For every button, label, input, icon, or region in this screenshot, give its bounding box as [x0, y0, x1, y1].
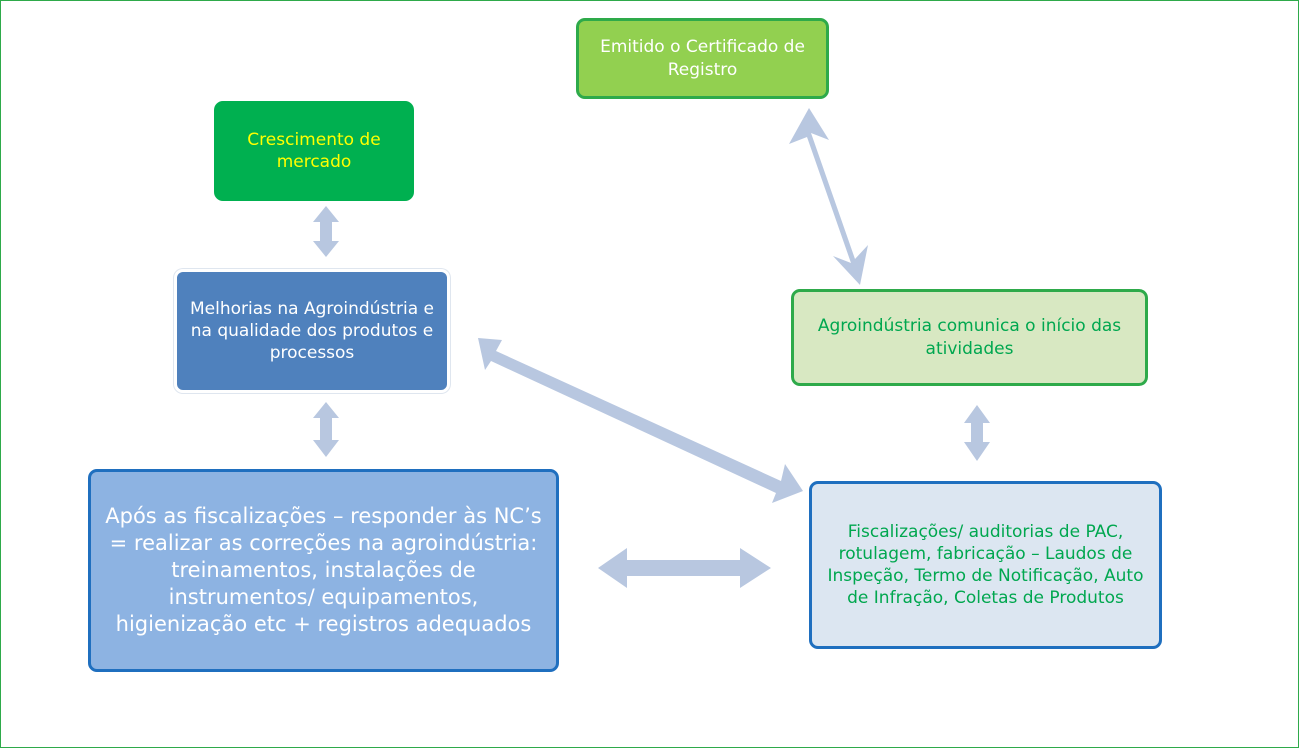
arrow-improvements-inspections	[478, 338, 803, 503]
node-communicates-label: Agroindústria comunica o início das ativ…	[817, 316, 1122, 359]
arrow-certificate-communicates	[789, 108, 868, 285]
node-market-growth: Crescimento de mercado	[214, 101, 414, 201]
arrow-after-inspections	[598, 548, 771, 588]
node-improvements-label: Melhorias na Agroindústria e na qualidad…	[189, 298, 435, 364]
arrow-market-improvements	[313, 206, 339, 257]
node-inspections-label: Fiscalizações/ auditorias de PAC, rotula…	[827, 521, 1144, 609]
node-communicates: Agroindústria comunica o início das ativ…	[791, 289, 1148, 386]
arrow-improvements-after	[313, 402, 339, 457]
node-improvements: Melhorias na Agroindústria e na qualidad…	[174, 269, 450, 393]
node-certificate: Emitido o Certificado de Registro	[576, 18, 829, 99]
node-after-inspections-label: Após as fiscalizações – responder às NC’…	[105, 504, 542, 636]
node-after-inspections: Após as fiscalizações – responder às NC’…	[88, 469, 559, 672]
arrow-communicates-inspections	[964, 405, 990, 461]
node-certificate-label: Emitido o Certificado de Registro	[600, 37, 805, 80]
node-market-growth-label: Crescimento de mercado	[247, 129, 381, 172]
node-inspections: Fiscalizações/ auditorias de PAC, rotula…	[809, 481, 1162, 649]
